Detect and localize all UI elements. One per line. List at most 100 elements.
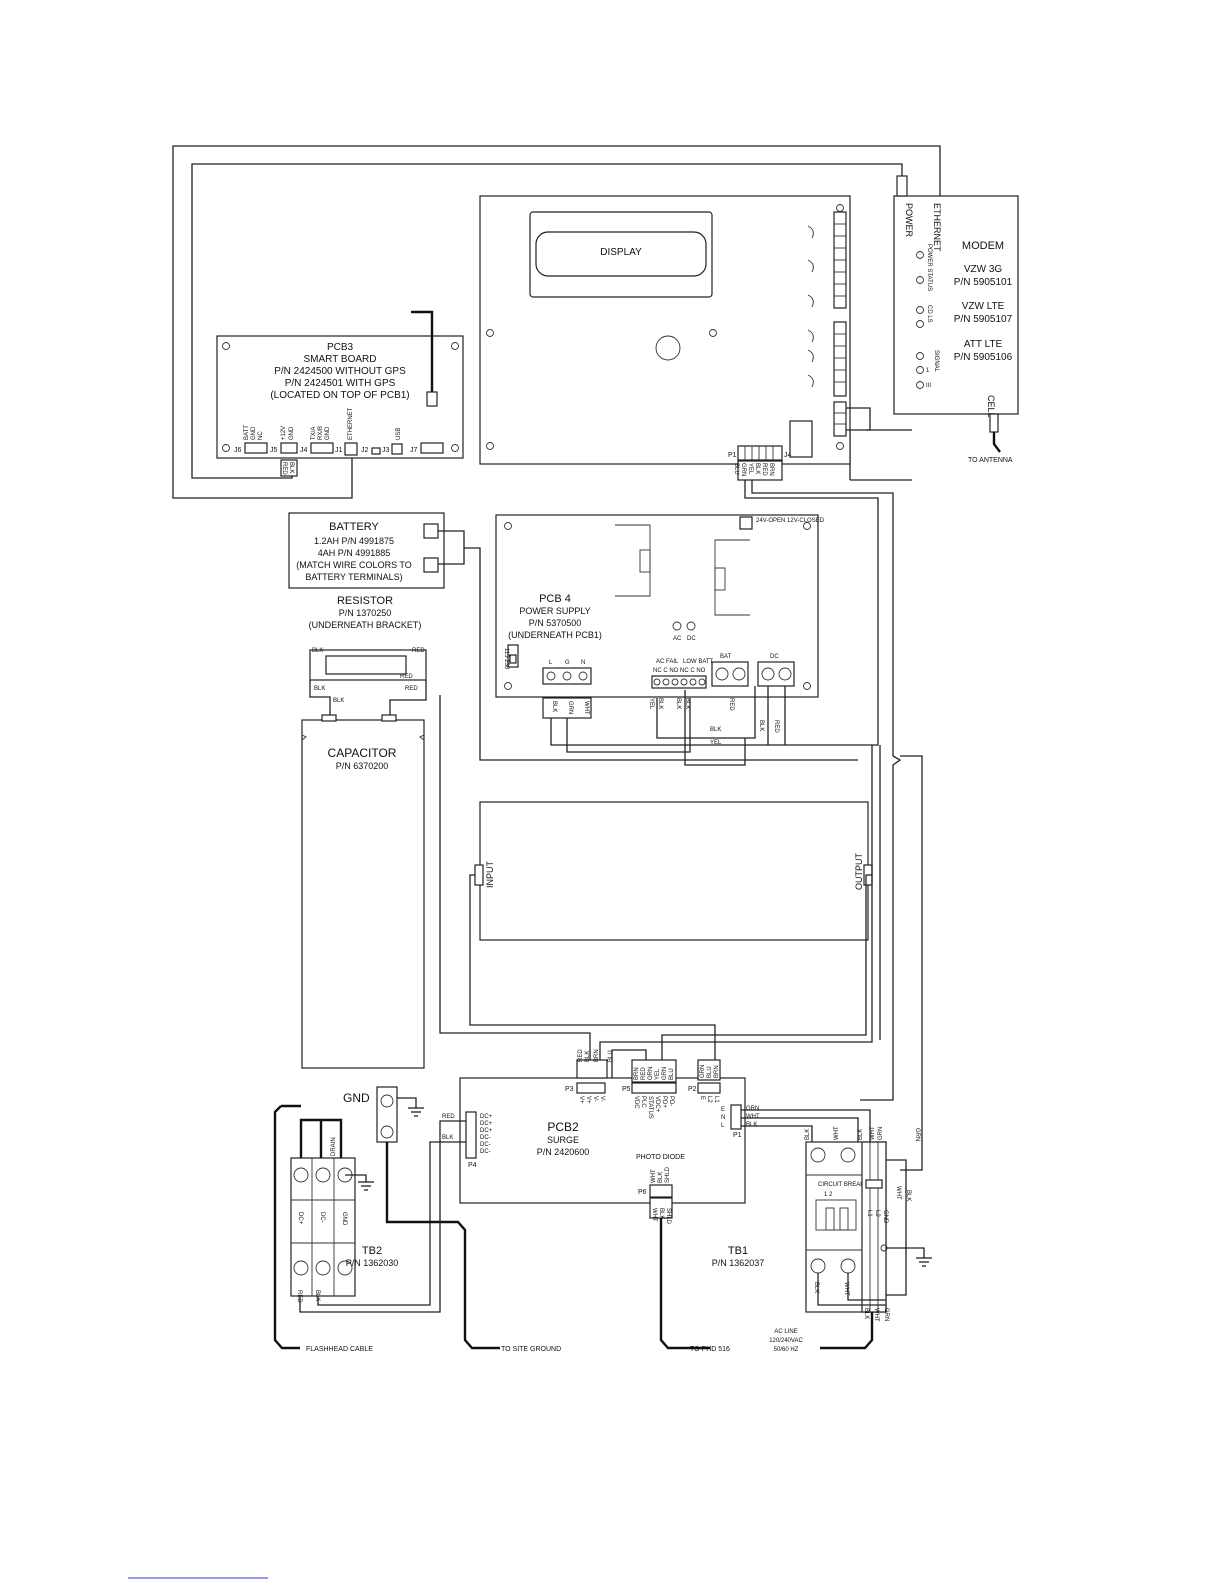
svg-text:PLC: PLC — [640, 1096, 646, 1108]
output-label: OUTPUT — [854, 853, 864, 891]
svg-text:GND: GND — [341, 1212, 347, 1226]
svg-text:BLK: BLK — [314, 1290, 320, 1301]
svg-text:VDC+: VDC+ — [654, 1096, 660, 1113]
svg-text:BLK: BLK — [905, 1190, 911, 1201]
modem: POWER ETHERNET POWER STATUS CD LS SIGNAL… — [893, 175, 1019, 464]
photo-diode-label: PHOTO DIODE — [636, 1154, 685, 1161]
svg-text:V+: V+ — [585, 1096, 591, 1104]
svg-text:L1: L1 — [713, 1096, 719, 1103]
svg-text:(UNDERNEATH PCB1): (UNDERNEATH PCB1) — [508, 630, 602, 640]
svg-text:LOW BATT: LOW BATT — [683, 659, 714, 665]
svg-text:BLK: BLK — [805, 1129, 811, 1140]
svg-text:YEL: YEL — [747, 463, 753, 475]
flashhead-cable-label: FLASHHEAD CABLE — [306, 1346, 373, 1353]
svg-text:RED: RED — [773, 720, 779, 733]
battery: BATTERY 1.2AH P/N 4991875 4AH P/N 499188… — [288, 512, 858, 761]
svg-text:AC: AC — [673, 636, 682, 642]
svg-text:NC C NO NC C NO: NC C NO NC C NO — [653, 668, 706, 674]
svg-text:BLK: BLK — [442, 1135, 453, 1141]
svg-text:BLK: BLK — [585, 1051, 591, 1062]
svg-text:L: L — [549, 660, 553, 666]
svg-text:ORN: ORN — [648, 1067, 654, 1080]
svg-text:RED: RED — [281, 462, 287, 475]
svg-text:BLK: BLK — [658, 1172, 664, 1183]
svg-text:RESISTOR: RESISTOR — [337, 595, 393, 607]
svg-text:V-: V- — [599, 1096, 605, 1102]
svg-text:RED: RED — [728, 698, 734, 711]
svg-text:WHT: WHT — [583, 701, 589, 715]
bottom-labels: FLASHHEAD CABLE TO SITE GROUND TO PHD 51… — [306, 1329, 803, 1353]
svg-text:BLK: BLK — [657, 698, 663, 709]
svg-text:BAT: BAT — [720, 654, 732, 660]
svg-text:DC: DC — [687, 636, 696, 642]
pcb1-p1-label: P1 — [728, 452, 737, 459]
svg-text:BLK: BLK — [551, 701, 557, 712]
to-antenna-label: TO ANTENNA — [968, 457, 1013, 464]
svg-text:BLK: BLK — [754, 463, 760, 474]
tb2-title: TB2 — [362, 1245, 382, 1257]
pcb3-j7: J7 — [410, 447, 418, 454]
svg-text:STATUS: STATUS — [647, 1096, 653, 1119]
svg-text:BRN: BRN — [768, 463, 774, 476]
svg-text:DC-: DC- — [480, 1149, 491, 1155]
svg-text:DC-: DC- — [480, 1135, 491, 1141]
svg-text:BLU: BLU — [707, 1066, 713, 1078]
svg-text:L2: L2 — [706, 1096, 712, 1103]
svg-text:GRN: GRN — [746, 1106, 759, 1112]
display-label: DISPLAY — [600, 247, 642, 258]
svg-text:P/N 1370250: P/N 1370250 — [339, 608, 392, 618]
modem-variant-3-name: ATT LTE — [964, 339, 1003, 350]
svg-text:USB: USB — [396, 428, 402, 440]
svg-text:BATT: BATT — [244, 425, 250, 440]
pcb3-subtitle: SMART BOARD — [304, 354, 377, 365]
pcb1-p1-wires: BLU GRN YEL BLK RED BRN — [733, 460, 783, 481]
capacitor: CAPACITOR P/N 6370200 — [301, 714, 425, 1069]
pcb1-board: DISPLAY P1 J4 — [479, 195, 912, 481]
pcb1-j4-label: J4 — [784, 452, 792, 459]
modem-power-label: POWER — [904, 203, 914, 238]
ac-line-1: AC LINE — [774, 1329, 797, 1335]
svg-text:WHT: WHT — [746, 1114, 760, 1120]
svg-text:GRN: GRN — [567, 701, 573, 714]
pcb2: PCB2 SURGE P/N 2420600 PHOTO DIODE RED B… — [299, 1049, 871, 1350]
svg-text:(UNDERNEATH BRACKET): (UNDERNEATH BRACKET) — [309, 620, 422, 630]
svg-text:GRN: GRN — [878, 1127, 884, 1140]
svg-text:115 230: 115 230 — [503, 648, 509, 670]
svg-text:+12V: +12V — [281, 426, 287, 440]
svg-text:BRN: BRN — [634, 1067, 640, 1080]
svg-text:P3: P3 — [565, 1086, 574, 1093]
svg-text:BLK: BLK — [813, 1282, 819, 1293]
svg-text:YEL: YEL — [655, 1068, 661, 1080]
svg-text:1 2: 1 2 — [824, 1192, 833, 1198]
svg-text:BLU: BLU — [669, 1068, 675, 1080]
svg-text:V-: V- — [592, 1096, 598, 1102]
svg-text:GRN: GRN — [883, 1308, 889, 1321]
svg-text:GRN: GRN — [700, 1065, 706, 1078]
svg-text:DC+: DC+ — [297, 1212, 303, 1225]
svg-text:YEL: YEL — [710, 740, 722, 746]
pcb3-j1: J1 — [335, 447, 343, 454]
svg-text:(MATCH WIRE COLORS TO: (MATCH WIRE COLORS TO — [296, 560, 412, 570]
modem-title: MODEM — [962, 240, 1004, 252]
resistor: RESISTOR P/N 1370250 (UNDERNEATH BRACKET… — [309, 595, 427, 716]
flashhead-module: INPUT OUTPUT — [439, 695, 873, 1085]
svg-text:L2: L2 — [874, 1210, 880, 1217]
pcb3-j2: J2 — [361, 447, 369, 454]
pcb3-j5: J5 — [270, 447, 278, 454]
svg-text:GRN: GRN — [740, 463, 746, 476]
svg-text:V+: V+ — [578, 1096, 584, 1104]
svg-text:GND: GND — [325, 426, 331, 440]
svg-text:ETHERNET: ETHERNET — [348, 407, 354, 440]
svg-text:BLK: BLK — [863, 1308, 869, 1319]
pcb3-pn2: P/N 2424501 WITH GPS — [285, 378, 396, 389]
modem-variant-1-name: VZW 3G — [964, 264, 1003, 275]
ac-line-2: 120/240VAC — [769, 1338, 803, 1344]
modem-variant-1-pn: P/N 5905101 — [954, 277, 1013, 288]
svg-text:BLK: BLK — [333, 698, 344, 704]
svg-text:N: N — [721, 1115, 725, 1121]
svg-text:P6: P6 — [638, 1189, 647, 1196]
svg-text:BLK: BLK — [288, 462, 294, 473]
tb2: DC+ DC- GND DRAIN RED BLK TB2 P/N 136203… — [273, 1104, 398, 1350]
svg-text:BRN: BRN — [594, 1049, 600, 1062]
svg-text:POWER SUPPLY: POWER SUPPLY — [519, 606, 590, 616]
